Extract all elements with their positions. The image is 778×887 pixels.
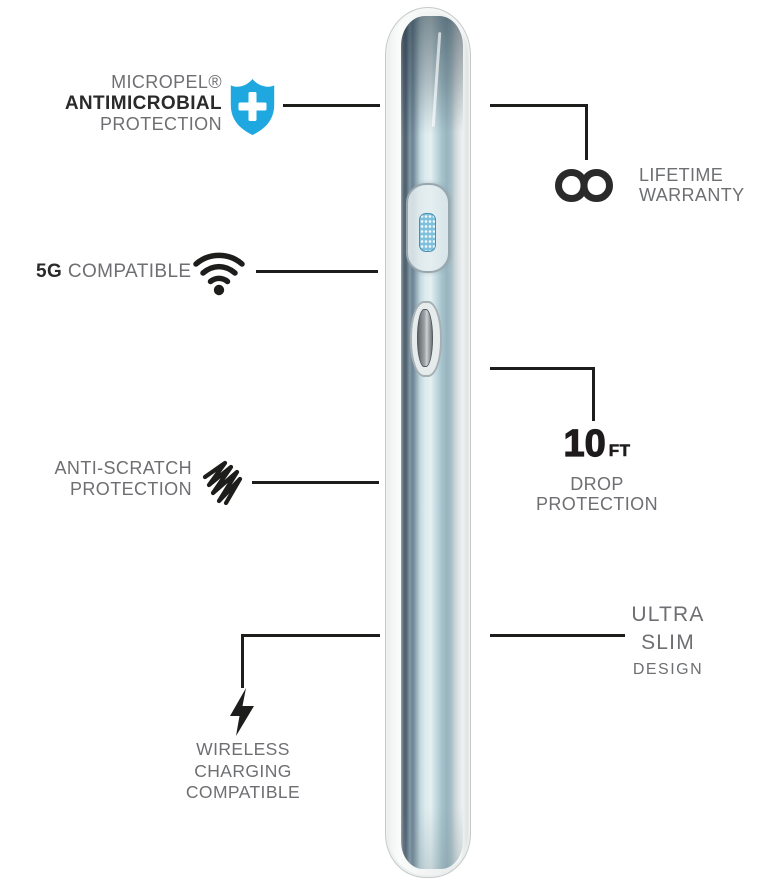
antimicrobial-subtitle: PROTECTION (99, 114, 222, 134)
callout-line-drop-v (592, 367, 595, 421)
micropel-brand-text: MICROPEL® (111, 72, 222, 92)
callout-line-slim (490, 634, 625, 637)
scratch-scribble-icon (202, 460, 243, 505)
antimicrobial-title: ANTIMICROBIAL (64, 93, 222, 114)
callout-line-warranty-v (585, 104, 588, 160)
drop-line2: PROTECTION (535, 494, 658, 514)
five-g-text: COMPATIBLE (62, 261, 192, 282)
drop-text: DROP PROTECTION (523, 474, 671, 514)
slim-line1: ULTRA (631, 603, 705, 626)
five-g-highlight: 5G (36, 261, 63, 282)
callout-line-wireless-h (241, 634, 380, 637)
wireless-line2: CHARGING (194, 760, 292, 781)
slim-line2: SLIM (641, 631, 695, 654)
lifetime-warranty-label: LIFETIME WARRANTY (639, 165, 745, 205)
top-reflection-shade (401, 16, 463, 166)
warranty-line2: WARRANTY (639, 185, 745, 205)
phone-case-side-view (385, 7, 471, 878)
slim-line3: DESIGN (632, 661, 704, 678)
anti-scratch-line1: ANTI-SCRATCH (54, 458, 192, 478)
warranty-line1: LIFETIME (639, 165, 724, 185)
callout-line-drop-h (490, 367, 595, 370)
callout-line-scratch (252, 481, 379, 484)
drop-line1: DROP (570, 474, 624, 494)
wireless-line1: WIRELESS (196, 739, 290, 759)
wireless-charging-label: WIRELESS CHARGING COMPATIBLE (161, 739, 325, 804)
antimicrobial-label: MICROPEL® ANTIMICROBIAL PROTECTION (30, 72, 222, 135)
infinity-icon (555, 169, 613, 202)
drop-unit: FT (608, 441, 631, 461)
oval-side-button-inner (417, 309, 433, 367)
callout-line-wireless-v (241, 634, 244, 688)
callout-line-antimicrobial (283, 104, 380, 107)
wireless-line3: COMPATIBLE (185, 782, 301, 802)
anti-scratch-line2: PROTECTION (69, 479, 192, 499)
drop-value: 10 (563, 423, 606, 465)
button-cutout (406, 183, 450, 273)
callout-line-5g (256, 270, 378, 273)
wifi-icon (193, 252, 245, 296)
bottom-shade (401, 779, 463, 869)
ultra-slim-label: ULTRA SLIM DESIGN (597, 601, 739, 682)
callout-line-warranty-h (490, 104, 588, 107)
textured-side-button (419, 213, 436, 252)
five-g-label: 5G COMPATIBLE (36, 261, 192, 283)
lightning-bolt-icon (230, 688, 254, 736)
oval-side-button (410, 301, 442, 377)
phone-body (401, 16, 463, 869)
shield-cross-icon (230, 79, 275, 135)
anti-scratch-label: ANTI-SCRATCH PROTECTION (40, 458, 192, 500)
